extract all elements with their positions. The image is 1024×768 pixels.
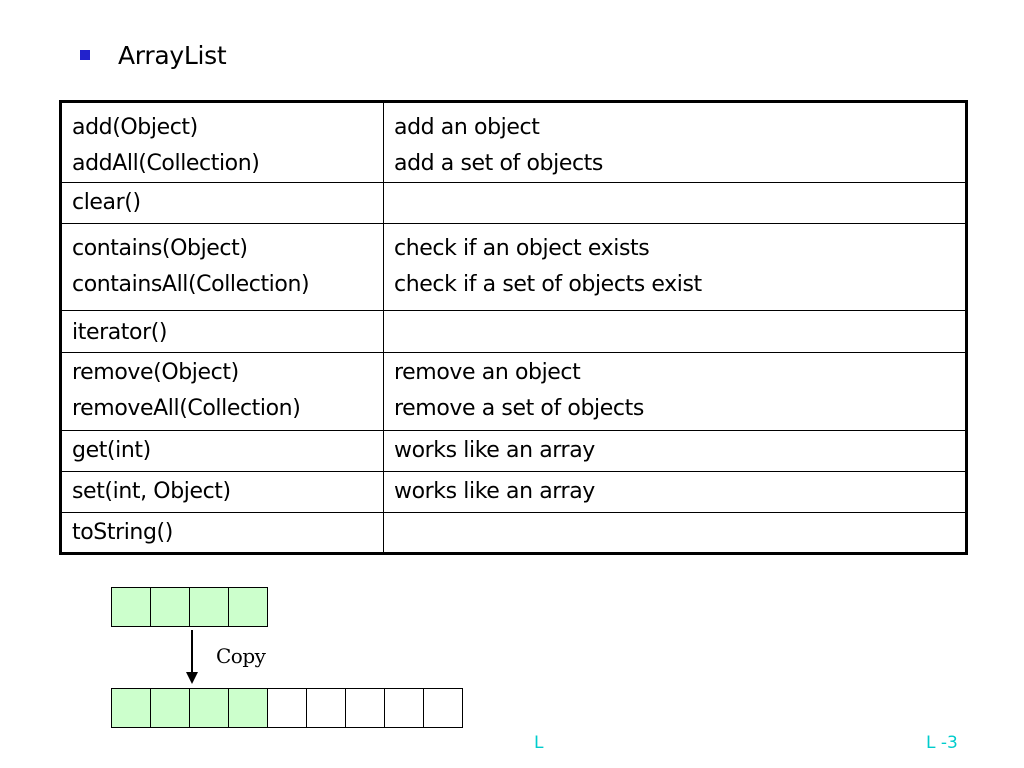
bullet-square-icon	[80, 50, 90, 60]
array-slot-empty	[306, 688, 346, 728]
description-cell	[383, 182, 967, 224]
array-slot-filled	[189, 587, 229, 627]
table-row: toString()	[60, 512, 967, 554]
array-slot-filled	[150, 688, 190, 728]
method-cell: set(int, Object)	[60, 471, 384, 513]
method-name: clear()	[72, 190, 141, 215]
table-row: iterator()	[60, 310, 967, 353]
method-cell: get(int)	[60, 430, 384, 472]
method-name: remove(Object)	[72, 360, 239, 385]
arrow-down-icon	[186, 630, 198, 684]
array-slot-empty	[267, 688, 307, 728]
footer-page-number: L -3	[926, 733, 958, 753]
method-table: add(Object) addAll(Collection) add an ob…	[59, 100, 968, 555]
method-description: works like an array	[394, 438, 595, 463]
footer-left-label: L	[534, 733, 544, 753]
method-cell: contains(Object) containsAll(Collection)	[60, 223, 384, 311]
array-slot-empty	[423, 688, 463, 728]
method-name: contains(Object)	[72, 236, 248, 261]
destination-array	[111, 688, 463, 728]
table-row: clear()	[60, 182, 967, 224]
method-cell: toString()	[60, 512, 384, 554]
method-name: removeAll(Collection)	[72, 396, 301, 421]
table-row: add(Object) addAll(Collection) add an ob…	[60, 101, 967, 183]
method-cell: remove(Object) removeAll(Collection)	[60, 352, 384, 431]
description-cell: add an object add a set of objects	[383, 101, 967, 183]
description-cell: check if an object exists check if a set…	[383, 223, 967, 311]
array-slot-empty	[345, 688, 385, 728]
description-cell	[383, 512, 967, 554]
source-array	[111, 587, 268, 627]
method-name: add(Object)	[72, 115, 198, 140]
method-cell: clear()	[60, 182, 384, 224]
array-slot-filled	[189, 688, 229, 728]
array-slot-filled	[150, 587, 190, 627]
table-row: get(int) works like an array	[60, 430, 967, 472]
description-cell: remove an object remove a set of objects	[383, 352, 967, 431]
description-cell: works like an array	[383, 430, 967, 472]
table-row: set(int, Object) works like an array	[60, 471, 967, 513]
description-cell	[383, 310, 967, 353]
method-description: add an object	[394, 115, 540, 140]
method-description: works like an array	[394, 479, 595, 504]
heading-line: ArrayList	[80, 38, 227, 72]
method-name: toString()	[72, 520, 173, 545]
method-name: addAll(Collection)	[72, 151, 260, 176]
method-description: check if a set of objects exist	[394, 272, 702, 297]
array-slot-filled	[228, 587, 268, 627]
method-description: check if an object exists	[394, 236, 650, 261]
array-slot-empty	[384, 688, 424, 728]
method-description: add a set of objects	[394, 151, 603, 176]
method-name: containsAll(Collection)	[72, 272, 310, 297]
copy-label: Copy	[216, 644, 266, 668]
method-name: set(int, Object)	[72, 479, 231, 504]
method-name: iterator()	[72, 320, 168, 345]
table-row: contains(Object) containsAll(Collection)…	[60, 223, 967, 311]
method-cell: add(Object) addAll(Collection)	[60, 101, 384, 183]
table-row: remove(Object) removeAll(Collection) rem…	[60, 352, 967, 431]
method-name: get(int)	[72, 438, 151, 463]
method-description: remove a set of objects	[394, 396, 644, 421]
description-cell: works like an array	[383, 471, 967, 513]
array-slot-filled	[111, 587, 151, 627]
array-slot-filled	[111, 688, 151, 728]
slide-heading: ArrayList	[118, 40, 227, 70]
method-description: remove an object	[394, 360, 581, 385]
array-slot-filled	[228, 688, 268, 728]
method-cell: iterator()	[60, 310, 384, 353]
